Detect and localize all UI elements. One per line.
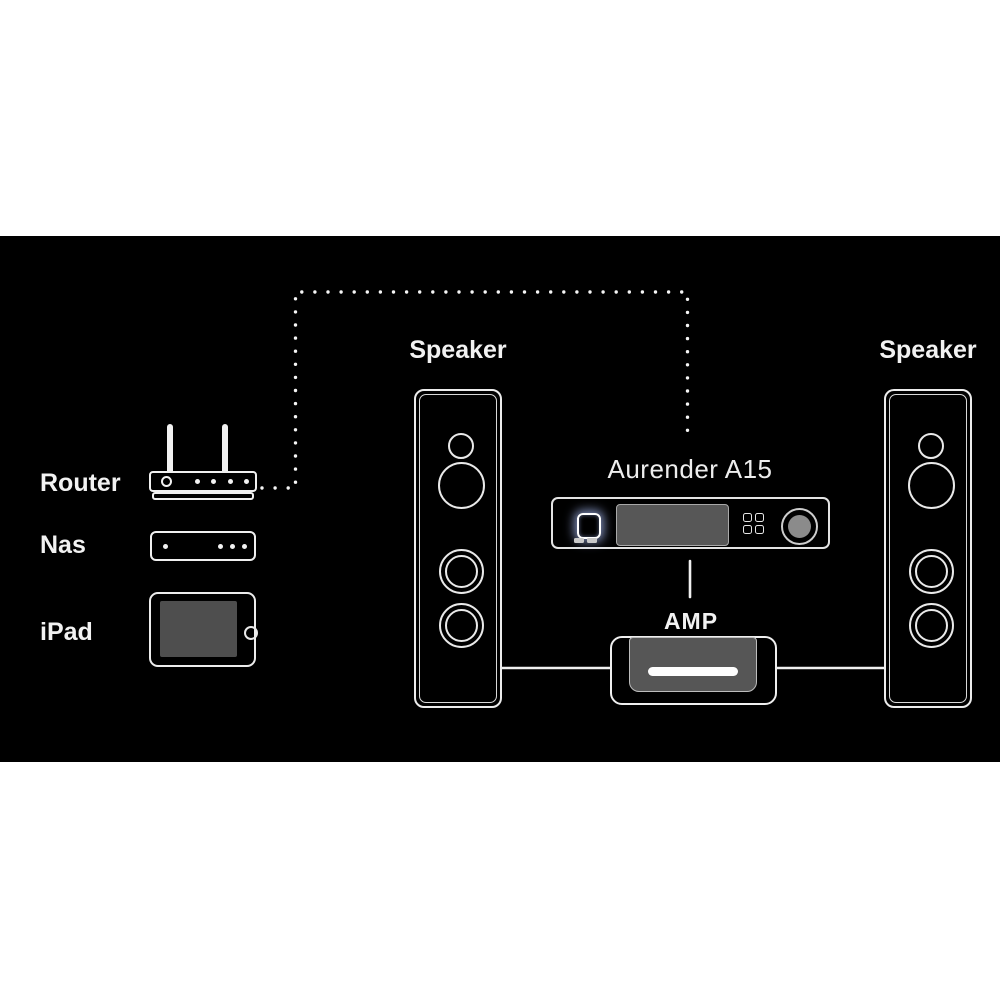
amp-label: AMP bbox=[663, 608, 719, 634]
amp-icon bbox=[610, 636, 777, 705]
woofer-cone-icon bbox=[445, 555, 478, 588]
speaker-front-panel bbox=[889, 394, 967, 703]
left-speaker-label: Speaker bbox=[409, 336, 507, 364]
router-antenna-right-icon bbox=[222, 424, 228, 474]
woofer-cone-icon bbox=[445, 609, 478, 642]
router-antenna-left-icon bbox=[167, 424, 173, 474]
midrange-icon bbox=[438, 462, 485, 509]
router-icon bbox=[149, 424, 257, 500]
right-speaker-icon bbox=[884, 389, 972, 708]
nas-led-dot bbox=[218, 543, 223, 549]
router-led-dot bbox=[211, 479, 216, 484]
ipad-label: iPad bbox=[40, 618, 93, 646]
player-display-screen bbox=[616, 504, 729, 546]
router-led-ring bbox=[161, 476, 172, 487]
knob-cap bbox=[788, 515, 811, 538]
speaker-front-panel bbox=[419, 394, 497, 703]
router-led-dot bbox=[244, 479, 249, 484]
grid-button bbox=[743, 513, 752, 522]
aurender-a15-icon bbox=[551, 497, 830, 549]
router-label: Router bbox=[40, 469, 121, 497]
woofer-icon bbox=[439, 603, 484, 648]
player-label: Aurender A15 bbox=[607, 454, 773, 484]
router-led-dot bbox=[195, 479, 200, 484]
woofer-icon bbox=[909, 603, 954, 648]
amp-front-panel bbox=[629, 637, 757, 692]
router-body bbox=[149, 471, 257, 492]
ipad-icon bbox=[149, 592, 258, 667]
left-speaker-icon bbox=[414, 389, 502, 708]
connection-lines bbox=[260, 290, 884, 670]
grid-button bbox=[755, 525, 764, 534]
volume-knob-icon bbox=[781, 508, 818, 545]
woofer-icon bbox=[439, 549, 484, 594]
tweeter-icon bbox=[918, 433, 944, 459]
ipad-home-button-icon bbox=[244, 626, 258, 640]
router-led-dot bbox=[228, 479, 233, 484]
midrange-icon bbox=[908, 462, 955, 509]
button-grid-icon bbox=[743, 513, 764, 534]
nas-led-dot bbox=[230, 543, 235, 549]
woofer-cone-icon bbox=[915, 555, 948, 588]
amp-slot-bar bbox=[648, 667, 738, 676]
power-display-glow-icon bbox=[577, 513, 601, 539]
grid-button bbox=[755, 513, 764, 522]
nas-led-dot bbox=[163, 543, 168, 549]
nas-led-dot bbox=[242, 543, 247, 549]
grid-button bbox=[743, 525, 752, 534]
diagram-panel: Router Nas iPad bbox=[0, 236, 1000, 762]
tweeter-icon bbox=[448, 433, 474, 459]
right-speaker-label: Speaker bbox=[879, 336, 977, 364]
woofer-cone-icon bbox=[915, 609, 948, 642]
indicator-bar bbox=[574, 538, 584, 543]
ipad-screen bbox=[160, 601, 237, 657]
router-base bbox=[152, 492, 254, 500]
nas-label: Nas bbox=[40, 531, 86, 559]
nas-icon bbox=[150, 531, 256, 561]
indicator-bar bbox=[587, 538, 597, 543]
woofer-icon bbox=[909, 549, 954, 594]
